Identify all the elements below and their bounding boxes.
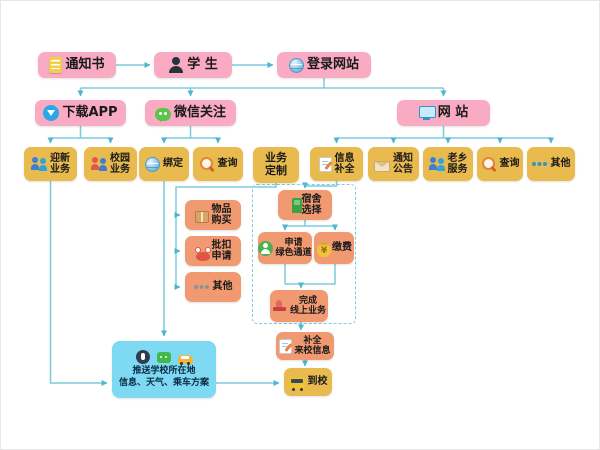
node-label: 缴费 — [332, 242, 352, 254]
node-label: 补全 来校信息 — [294, 335, 331, 356]
node-website-query: 查询 — [477, 147, 523, 181]
node-notice-announcement: 通知 公告 — [368, 147, 419, 181]
node-notice-letter: 通知书 — [38, 52, 116, 78]
node-label: 通知书 — [65, 56, 105, 72]
node-goods-purchase: 物品 购买 — [185, 200, 241, 230]
door-icon — [291, 197, 302, 213]
document-icon — [49, 57, 63, 73]
node-label: 业务 定制 — [265, 151, 287, 177]
node-label: 学 生 — [187, 56, 218, 72]
node-website: 网 站 — [397, 100, 490, 126]
bus-icon — [288, 377, 305, 391]
dots-icon — [531, 156, 548, 172]
node-label: 下载APP — [62, 104, 118, 120]
node-login-website: 登录网站 — [277, 52, 371, 78]
node-wechat-follow: 微信关注 — [145, 100, 236, 126]
node-label: 网 站 — [437, 104, 469, 120]
download-circle-icon — [43, 105, 60, 121]
node-complete-arrival-info: 补全 来校信息 — [276, 332, 334, 360]
people-icon — [91, 156, 107, 172]
form-pencil-icon — [318, 156, 332, 172]
parcel-icon — [194, 211, 209, 223]
node-bind: 绑定 — [139, 147, 189, 181]
node-label: 到校 — [307, 376, 328, 388]
magnifier-icon — [199, 156, 215, 172]
stamp-icon — [272, 298, 288, 314]
node-label: 其他 — [212, 281, 233, 293]
node-business-custom: 业务 定制 — [253, 147, 299, 183]
node-info-complete: 信息 补全 — [310, 147, 363, 181]
node-finish-online: 完成 线上业务 — [270, 290, 328, 322]
node-website-other: 其他 — [527, 147, 575, 181]
monitor-icon — [418, 105, 436, 121]
red-seal-icon — [194, 246, 211, 261]
form-pencil-icon — [279, 338, 293, 354]
node-campus-service: 校园 业务 — [84, 147, 137, 181]
node-label: 批扣 申请 — [211, 239, 232, 263]
node-payment: 缴费 — [314, 232, 354, 264]
online-business-group — [252, 184, 356, 324]
node-label: 校园 业务 — [110, 152, 130, 176]
people-icon — [428, 156, 445, 172]
node-custom-other: 其他 — [185, 272, 241, 302]
node-label: 完成 线上业务 — [289, 295, 326, 316]
dots-icon — [193, 279, 210, 295]
money-bag-icon — [317, 242, 331, 257]
node-label: 通知 公告 — [393, 152, 413, 176]
node-label: 登录网站 — [306, 56, 359, 72]
node-label: 老乡 服务 — [447, 152, 468, 176]
green-person-icon — [258, 240, 274, 256]
node-label: 其他 — [550, 158, 571, 170]
node-label: 宿舍 选择 — [301, 193, 322, 217]
node-label: 绑定 — [163, 158, 183, 170]
node-batch-deduction: 批扣 申请 — [185, 236, 241, 266]
people-icon — [31, 156, 47, 172]
push-info-panel: 推送学校所在地 信息、天气、乘车方案 — [112, 341, 216, 398]
node-wechat-query: 查询 — [193, 147, 243, 181]
node-download-app: 下载APP — [35, 100, 126, 126]
node-welcome-service: 迎新 业务 — [24, 147, 77, 181]
chat-icon — [156, 351, 171, 363]
envelope-icon — [374, 160, 390, 172]
node-hometown-service: 老乡 服务 — [423, 147, 473, 181]
node-label: 查询 — [217, 158, 238, 170]
node-label: 申请 绿色通道 — [275, 237, 312, 258]
node-label: 信息 补全 — [334, 152, 355, 176]
node-label: 查询 — [499, 158, 520, 170]
node-arrive-school: 到校 — [284, 368, 332, 396]
globe-icon — [288, 57, 304, 73]
node-label: 迎新 业务 — [50, 152, 70, 176]
magnifier-icon — [481, 156, 497, 172]
car-icon — [177, 354, 193, 366]
node-label: 物品 购买 — [211, 203, 232, 227]
broadcast-icon — [135, 350, 150, 365]
push-info-icons — [135, 349, 193, 366]
push-info-text: 推送学校所在地 信息、天气、乘车方案 — [118, 366, 209, 388]
node-label: 微信关注 — [173, 104, 226, 120]
node-green-channel: 申请 绿色通道 — [258, 232, 312, 264]
wechat-bubble-icon — [154, 107, 171, 122]
globe-icon — [145, 156, 160, 172]
node-dorm-selection: 宿舍 选择 — [278, 190, 332, 220]
node-student: 学 生 — [154, 52, 232, 78]
graduate-person-icon — [168, 57, 184, 73]
